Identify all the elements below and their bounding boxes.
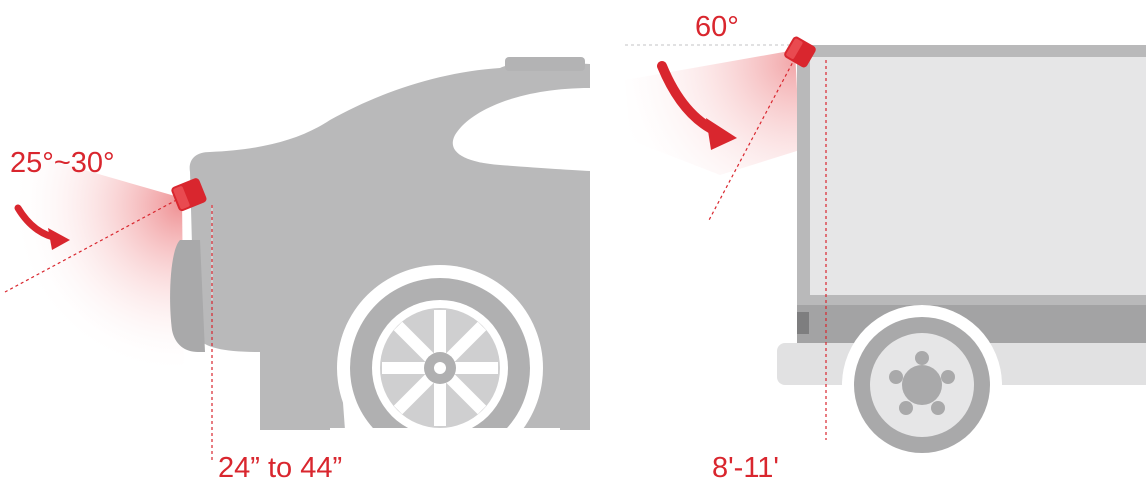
truck-scene: 60° 8'-11' xyxy=(625,11,1146,484)
car-spoiler xyxy=(505,57,585,71)
car-wheel xyxy=(330,265,560,485)
truck-wheel xyxy=(842,305,1002,465)
car-sensor-glow xyxy=(0,150,185,480)
truck-angle-guide-line xyxy=(707,57,796,223)
truck-cargo-panel xyxy=(810,57,1146,295)
car-scene: 25°~30° 24” to 44” xyxy=(0,57,590,485)
truck-angle-label: 60° xyxy=(695,11,739,43)
truck-rotation-arrow-icon xyxy=(657,61,737,150)
car-sensor-icon xyxy=(171,178,207,212)
truck-sensor-glow xyxy=(625,50,800,175)
truck-sensor-icon xyxy=(784,36,816,68)
car-rear-window xyxy=(452,88,590,171)
truck-height-label: 8'-11' xyxy=(712,452,779,484)
car-height-label: 24” to 44” xyxy=(218,452,342,484)
car-angle-label: 25°~30° xyxy=(10,147,115,179)
car-rotation-arrow-icon xyxy=(14,204,70,250)
car-rear-bumper xyxy=(170,240,205,352)
truck-tail-light xyxy=(797,312,809,334)
